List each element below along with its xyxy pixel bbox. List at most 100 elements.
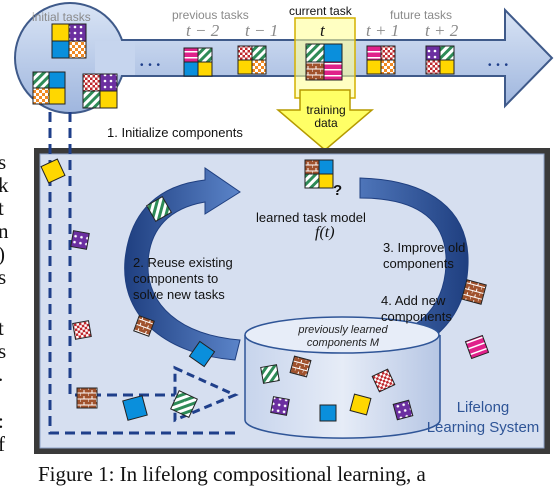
step-3-label: 3. Improve old components: [383, 240, 466, 271]
puzzle-piece: [461, 279, 487, 305]
left-edge-fragment: s: [0, 150, 7, 174]
task-grid-t-minus-1: [237, 45, 267, 75]
puzzle-piece: [68, 23, 87, 42]
puzzle-piece: [40, 158, 66, 184]
puzzle-piece: [72, 320, 92, 340]
training-data-label: training data: [306, 103, 346, 130]
puzzle-piece: [183, 47, 199, 63]
initial-task-grid-b: [32, 71, 66, 105]
dashed-initialize-path: [48, 112, 235, 435]
puzzle-piece: [188, 340, 216, 368]
puzzle-piece: [304, 159, 320, 175]
initial-tasks-label: initial tasks: [32, 10, 91, 24]
task-model-formula: f(t): [315, 224, 335, 242]
task-grid-t-plus-1: [366, 45, 396, 75]
puzzle-piece: [51, 40, 70, 59]
t-minus-2-label: t − 2: [186, 21, 220, 40]
figure-caption-fragment: Figure 1: In lifelong compositional lear…: [38, 462, 426, 486]
puzzle-piece: [133, 315, 155, 337]
previous-tasks-label: previous tasks: [172, 8, 249, 22]
components-db-label: previously learned components M: [298, 324, 388, 349]
puzzle-piece: [425, 45, 441, 61]
puzzle-piece: [170, 390, 198, 418]
task-grid-t-minus-2: [183, 47, 213, 77]
dots-right: • • •: [488, 60, 510, 71]
puzzle-piece: [305, 43, 325, 63]
puzzle-piece: [318, 159, 334, 175]
puzzle-piece: [323, 61, 343, 81]
puzzle-piece: [82, 90, 101, 109]
puzzle-piece: [439, 45, 455, 61]
puzzle-piece: [270, 396, 290, 416]
left-edge-fragment: k: [0, 173, 9, 197]
step-4-label: 4. Add new components: [381, 293, 452, 324]
system-label: Lifelong Learning System: [426, 399, 540, 436]
puzzle-piece: [32, 87, 50, 105]
task-model-grid: [304, 159, 334, 189]
step-1-label: 1. Initialize components: [107, 125, 243, 140]
puzzle-piece: [197, 47, 213, 63]
puzzle-piece: [251, 45, 267, 61]
puzzle-piece: [32, 71, 50, 89]
puzzle-piece: [76, 387, 98, 409]
left-edge-fragment: s: [0, 265, 7, 289]
left-edge-fragment: s: [0, 339, 7, 363]
t-label: t: [320, 21, 325, 40]
puzzle-piece: [439, 59, 455, 75]
task-grid-t-plus-2: [425, 45, 455, 75]
dots-left: • • •: [140, 60, 162, 71]
puzzle-piece: [251, 59, 267, 75]
puzzle-piece: [304, 173, 320, 189]
initial-task-grid-c: [82, 73, 118, 109]
dashed-arrow-head: [173, 365, 239, 423]
left-edge-fragment: t: [0, 316, 4, 340]
puzzle-piece: [48, 87, 66, 105]
puzzle-piece: [68, 40, 87, 59]
puzzle-piece: [197, 61, 213, 77]
training-data-arrow: [275, 89, 375, 151]
puzzle-piece: [48, 71, 66, 89]
task-model-label: learned task model: [256, 210, 366, 225]
puzzle-piece: [51, 23, 70, 42]
t-plus-1-label: t + 1: [366, 21, 400, 40]
initial-task-grid-a: [51, 23, 87, 59]
left-edge-fragment: t: [0, 196, 4, 220]
left-edge-fragment: .: [0, 362, 3, 387]
puzzle-piece: [371, 368, 396, 393]
puzzle-piece: [70, 230, 90, 250]
puzzle-piece: [366, 59, 382, 75]
t-minus-1-label: t − 1: [245, 21, 279, 40]
puzzle-piece: [349, 393, 372, 416]
puzzle-piece: [319, 404, 337, 422]
left-edge-fragment: :: [0, 409, 4, 434]
left-edge-fragment: f: [0, 432, 5, 456]
puzzle-piece: [82, 73, 101, 92]
puzzle-piece: [305, 61, 325, 81]
puzzle-piece: [146, 196, 172, 222]
components-database-top: [244, 316, 440, 354]
puzzle-piece: [260, 364, 280, 384]
puzzle-piece: [392, 399, 414, 421]
puzzle-piece: [122, 395, 148, 421]
task-model-formula-text: f(t): [315, 224, 335, 241]
puzzle-piece: [289, 355, 312, 378]
left-edge-fragment: ): [0, 242, 5, 267]
puzzle-piece: [380, 45, 396, 61]
task-grid-current: [305, 43, 343, 81]
puzzle-piece: [464, 334, 490, 360]
t-plus-2-label: t + 2: [425, 21, 459, 40]
puzzle-piece: [237, 59, 253, 75]
puzzle-piece: [323, 43, 343, 63]
question-mark: ?: [333, 182, 343, 199]
timeline-arrow-joint: [95, 41, 135, 75]
puzzle-piece: [183, 61, 199, 77]
puzzle-piece: [366, 45, 382, 61]
puzzle-piece: [237, 45, 253, 61]
left-edge-fragment: n: [0, 219, 9, 243]
puzzle-piece: [99, 90, 118, 109]
step-2-label: 2. Reuse existing components to solve ne…: [133, 255, 233, 302]
puzzle-piece: [318, 173, 334, 189]
puzzle-piece: [380, 59, 396, 75]
puzzle-piece: [99, 73, 118, 92]
